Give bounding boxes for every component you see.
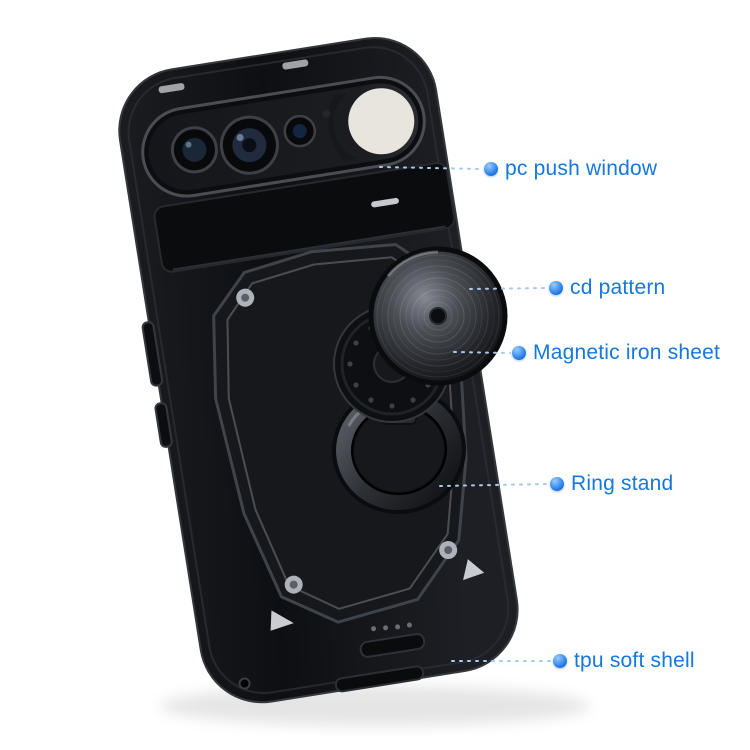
annotation-ring-stand: Ring stand (550, 472, 673, 496)
callout-dot (512, 346, 526, 360)
callout-line-ring-stand (439, 483, 549, 487)
callout-dot (549, 281, 563, 295)
power-button (154, 402, 173, 448)
push-window-cover (153, 162, 456, 273)
annotation-tpu-soft-shell: tpu soft shell (553, 649, 695, 673)
camera-visor (141, 75, 426, 198)
annotation-cd-pattern: cd pattern (549, 276, 665, 300)
callout-line-magnetic-iron-sheet (453, 351, 511, 354)
top-slot (158, 83, 185, 94)
annotation-label: pc push window (505, 157, 658, 180)
annotation-label: Magnetic iron sheet (533, 341, 721, 364)
callout-dot (550, 477, 564, 491)
annotation-magnetic-iron-sheet: Magnetic iron sheet (512, 341, 720, 365)
cd-pattern-disc (368, 246, 508, 386)
case-shadow (160, 686, 590, 726)
callout-line-pc-push-window (379, 166, 483, 170)
annotation-label: cd pattern (570, 276, 666, 299)
charge-port-cutout (334, 665, 425, 693)
volume-button (141, 321, 164, 387)
callout-line-cd-pattern (469, 287, 548, 290)
top-slot (282, 59, 309, 70)
annotation-label: tpu soft shell (574, 649, 695, 672)
callout-dot (553, 654, 567, 668)
callout-dot (484, 162, 498, 176)
annotation-label: Ring stand (571, 472, 674, 495)
lanyard-hole (238, 677, 251, 690)
annotation-pc-push-window: pc push window (484, 157, 657, 181)
